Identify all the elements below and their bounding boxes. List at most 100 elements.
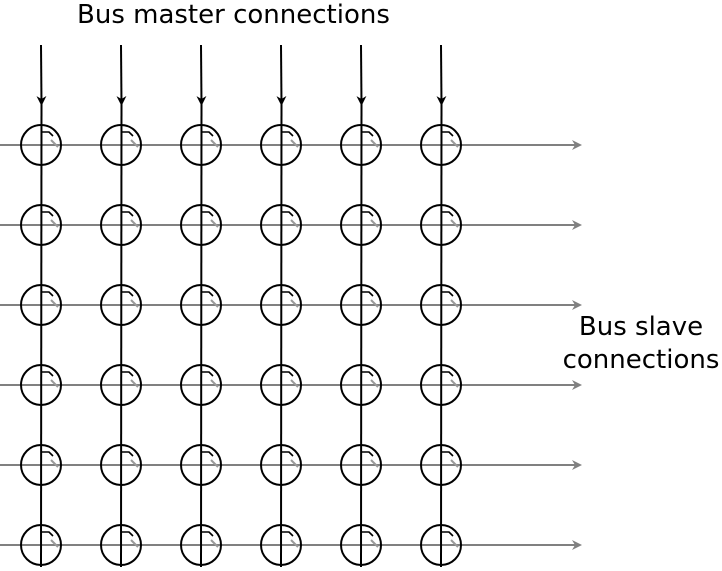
crosspoint-switch-icon bbox=[20, 204, 62, 246]
switch-contact bbox=[122, 531, 134, 537]
bus-slave-label-line1: Bus slave bbox=[578, 312, 704, 342]
switch-contact bbox=[122, 291, 134, 297]
crosspoint-circle bbox=[20, 524, 62, 566]
crosspoint-switch-icon bbox=[420, 524, 462, 566]
crosspoint-switch-icon bbox=[100, 124, 142, 166]
switch-contact bbox=[442, 291, 454, 297]
switch-contact bbox=[202, 371, 214, 377]
switch-contact bbox=[42, 371, 54, 377]
crosspoint-circle bbox=[180, 364, 222, 406]
crosspoint-circle bbox=[180, 444, 222, 486]
crosspoint-circle bbox=[260, 284, 302, 326]
switch-blade bbox=[370, 299, 379, 308]
crosspoint-circle bbox=[100, 284, 142, 326]
crosspoint-switch-icon bbox=[20, 524, 62, 566]
switch-blade bbox=[290, 299, 299, 308]
crosspoint-switch-icon bbox=[260, 284, 302, 326]
switch-contact bbox=[42, 531, 54, 537]
crosspoint-switch-icon bbox=[180, 524, 222, 566]
crosspoint-circle bbox=[260, 364, 302, 406]
switch-blade bbox=[370, 539, 379, 548]
crosspoint-circle bbox=[340, 284, 382, 326]
crosspoint-circle bbox=[100, 364, 142, 406]
crosspoint-switch-icon bbox=[100, 524, 142, 566]
switch-blade bbox=[50, 539, 59, 548]
switch-contact bbox=[442, 131, 454, 137]
switch-blade bbox=[290, 219, 299, 228]
crosspoint-circle bbox=[20, 204, 62, 246]
switch-contact bbox=[442, 211, 454, 217]
crosspoint-switch-icon bbox=[340, 204, 382, 246]
crosspoint-switch-icon bbox=[260, 364, 302, 406]
crosspoint-switch-icon bbox=[260, 124, 302, 166]
switch-contact bbox=[122, 211, 134, 217]
switch-contact bbox=[362, 211, 374, 217]
switch-blade bbox=[50, 299, 59, 308]
master-arrow-4 bbox=[276, 44, 287, 106]
crosspoint-circle bbox=[100, 124, 142, 166]
switch-blade bbox=[210, 379, 219, 388]
switch-contact bbox=[42, 451, 54, 457]
crosspoint-switch-icon bbox=[340, 284, 382, 326]
switch-blade bbox=[450, 379, 459, 388]
switch-contact bbox=[442, 371, 454, 377]
crosspoint-circle bbox=[340, 204, 382, 246]
switch-contact bbox=[42, 211, 54, 217]
crosspoint-switch-icon bbox=[340, 444, 382, 486]
crosspoint-circle bbox=[420, 524, 462, 566]
crosspoint-circle bbox=[180, 124, 222, 166]
crosspoint-switch-icon bbox=[260, 444, 302, 486]
switch-blade bbox=[50, 379, 59, 388]
switch-blade bbox=[370, 379, 379, 388]
crosspoint-circle bbox=[420, 364, 462, 406]
switch-blade bbox=[50, 459, 59, 468]
switch-blade bbox=[450, 219, 459, 228]
bus-slave-connections-label: Bus slave connections bbox=[557, 311, 722, 377]
master-arrow-6 bbox=[436, 44, 447, 106]
crosspoint-switch-icon bbox=[260, 524, 302, 566]
switch-contact bbox=[202, 131, 214, 137]
switch-contact bbox=[282, 531, 294, 537]
crosspoint-switch-icon bbox=[100, 204, 142, 246]
switch-blade bbox=[130, 219, 139, 228]
crosspoint-switch-icon bbox=[180, 204, 222, 246]
crosspoint-switch-icon bbox=[180, 364, 222, 406]
crosspoint-circle bbox=[180, 524, 222, 566]
slave-lines-group bbox=[0, 140, 582, 550]
master-lines-group bbox=[36, 44, 447, 568]
crosspoint-switch-icon bbox=[420, 444, 462, 486]
master-arrow-2 bbox=[116, 44, 127, 106]
crosspoint-circle bbox=[420, 204, 462, 246]
crosspoint-switch-icon bbox=[340, 124, 382, 166]
switch-contact bbox=[202, 291, 214, 297]
crosspoint-circle bbox=[20, 284, 62, 326]
crosspoint-circle bbox=[260, 124, 302, 166]
switch-contact bbox=[282, 211, 294, 217]
switch-contact bbox=[42, 131, 54, 137]
crosspoint-switch-icon bbox=[260, 204, 302, 246]
master-line-1 bbox=[40, 103, 43, 568]
switch-blade bbox=[210, 299, 219, 308]
switch-contact bbox=[282, 451, 294, 457]
master-arrow-5 bbox=[356, 44, 367, 106]
switch-blade bbox=[130, 139, 139, 148]
crosspoint-switch-icon bbox=[420, 204, 462, 246]
switch-blade bbox=[130, 459, 139, 468]
crosspoint-switch-icon bbox=[340, 524, 382, 566]
switch-blade bbox=[210, 139, 219, 148]
crosspoints-group bbox=[20, 124, 462, 566]
crosspoint-switch-icon bbox=[100, 444, 142, 486]
crosspoint-circle bbox=[260, 444, 302, 486]
switch-blade bbox=[130, 539, 139, 548]
switch-contact bbox=[282, 291, 294, 297]
crosspoint-switch-icon bbox=[420, 124, 462, 166]
switch-contact bbox=[362, 451, 374, 457]
switch-contact bbox=[362, 291, 374, 297]
switch-blade bbox=[370, 459, 379, 468]
crosspoint-switch-icon bbox=[180, 444, 222, 486]
switch-blade bbox=[130, 299, 139, 308]
switch-blade bbox=[290, 459, 299, 468]
switch-contact bbox=[362, 371, 374, 377]
switch-contact bbox=[122, 131, 134, 137]
